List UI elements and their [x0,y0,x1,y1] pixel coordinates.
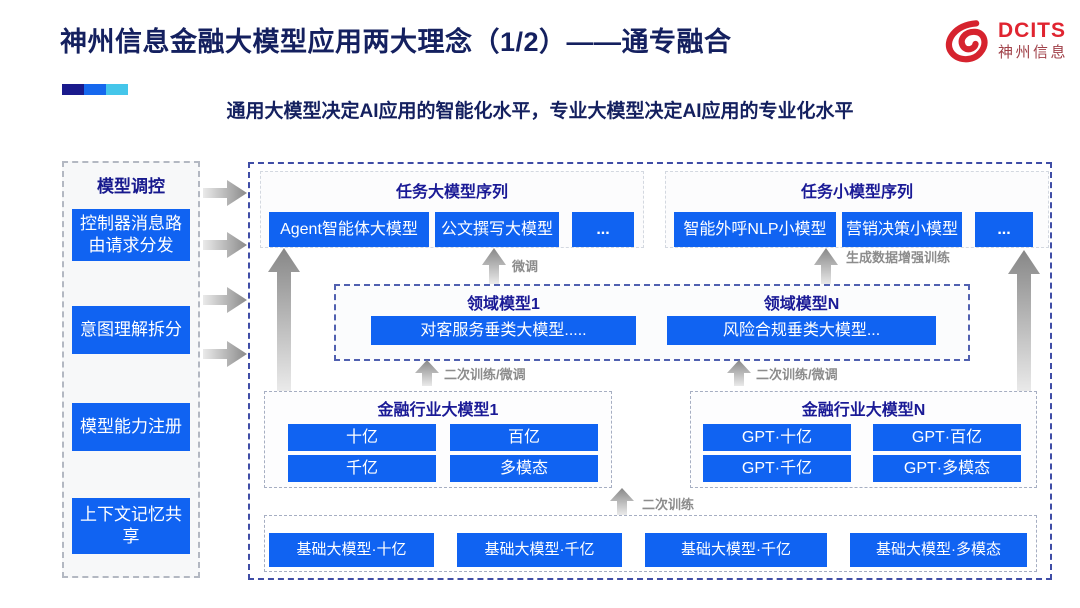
architecture-diagram: 任务大模型序列 Agent智能体大模型 公文撰写大模型 ... 任务小模型序列 … [248,162,1052,580]
chip-more-large: ... [572,212,634,247]
right-arrow-icon [203,287,247,313]
sidebar-item-context: 上下文记忆共享 [72,498,190,554]
up-arrow-icon [415,360,439,386]
chip-risk-compliance-model: 风险合规垂类大模型... [667,316,936,345]
chip-base-100b-2: 基础大模型·千亿 [645,533,827,567]
chip-gpt-100b: GPT·千亿 [703,455,851,482]
accent-bar [62,84,128,95]
logo-brand-text: DCITS [998,19,1066,42]
up-arrow-icon [268,248,300,391]
task-small-model-section: 任务小模型序列 智能外呼NLP小模型 营销决策小模型 ... [665,171,1049,248]
secondary-train-right-label: 二次训练/微调 [756,367,838,382]
company-logo: DCITS 神州信息 [942,19,1069,66]
domain-model-n: 领域模型N 风险合规垂类大模型... [667,290,936,345]
chip-gpt-1b: GPT·十亿 [703,424,851,451]
chip-gpt-multimodal: GPT·多模态 [873,455,1021,482]
sidebar-title: 模型调控 [97,177,165,196]
chip-1b: 十亿 [288,424,436,451]
task-large-model-section: 任务大模型序列 Agent智能体大模型 公文撰写大模型 ... [260,171,644,248]
sidebar-item-intent: 意图理解拆分 [72,306,190,354]
chip-agent-model: Agent智能体大模型 [269,212,429,247]
sidebar-item-register: 模型能力注册 [72,403,190,451]
accent-segment-navy [62,84,84,95]
up-arrow-icon [610,488,634,515]
industry-model-1-section: 金融行业大模型1 十亿 百亿 千亿 多模态 [264,391,612,488]
industry-1-title: 金融行业大模型1 [377,402,499,419]
domain-model-section: 领域模型1 对客服务垂类大模型..... 领域模型N 风险合规垂类大模型... [334,284,970,361]
gen-data-train-label: 生成数据增强训练 [846,250,951,265]
chip-multimodal: 多模态 [450,455,598,482]
chip-100b: 千亿 [288,455,436,482]
chip-outbound-nlp-model: 智能外呼NLP小模型 [674,212,836,247]
domain-1-title: 领域模型1 [467,296,540,313]
chip-base-1b: 基础大模型·十亿 [269,533,434,567]
chip-base-100b-1: 基础大模型·千亿 [457,533,622,567]
up-arrow-icon [1008,250,1040,392]
right-arrow-icon [203,232,247,258]
accent-segment-blue [84,84,106,95]
chip-customer-service-model: 对客服务垂类大模型..... [371,316,636,345]
fine-tune-label: 微调 [512,259,539,274]
secondary-train-label: 二次训练 [642,497,695,512]
right-arrow-icon [203,180,247,206]
up-arrow-icon [482,248,506,284]
up-arrow-icon [814,248,838,285]
industry-n-title: 金融行业大模型N [801,402,926,419]
sidebar-item-router: 控制器消息路由请求分发 [72,209,190,261]
logo-brand-cn-text: 神州信息 [998,44,1069,62]
chip-doc-writing-model: 公文撰写大模型 [435,212,559,247]
task-small-title: 任务小模型序列 [800,184,913,201]
chip-base-multimodal: 基础大模型·多模态 [850,533,1027,567]
industry-model-n-section: 金融行业大模型N GPT·十亿 GPT·百亿 GPT·千亿 GPT·多模态 [690,391,1037,488]
chip-more-small: ... [975,212,1033,247]
secondary-train-left-label: 二次训练/微调 [444,367,526,382]
chip-10b: 百亿 [450,424,598,451]
page-title: 神州信息金融大模型应用两大理念（1/2）——通专融合 [60,27,732,57]
model-control-panel: 模型调控 控制器消息路由请求分发 意图理解拆分 模型能力注册 上下文记忆共享 [62,161,200,578]
slide-subtitle: 通用大模型决定AI应用的智能化水平，专业大模型决定AI应用的专业化水平 [226,101,854,122]
chip-gpt-10b: GPT·百亿 [873,424,1021,451]
up-arrow-icon [727,360,751,386]
task-large-title: 任务大模型序列 [395,184,508,201]
accent-segment-cyan [106,84,128,95]
right-arrow-icon [203,341,247,367]
domain-n-title: 领域模型N [763,296,840,313]
logo-swirl-icon [945,20,988,63]
chip-marketing-model: 营销决策小模型 [842,212,962,247]
base-model-section: 基础大模型·十亿 基础大模型·千亿 基础大模型·千亿 基础大模型·多模态 [264,515,1037,572]
domain-model-1: 领域模型1 对客服务垂类大模型..... [371,290,636,345]
